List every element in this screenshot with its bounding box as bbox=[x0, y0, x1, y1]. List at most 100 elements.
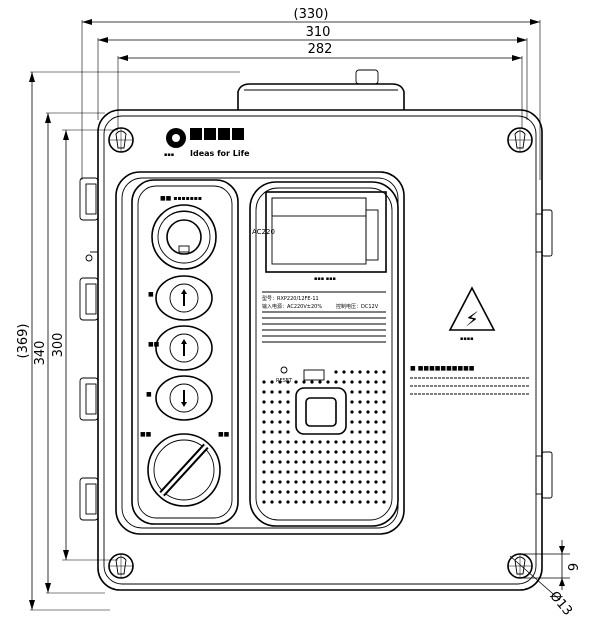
grille-hole bbox=[334, 490, 338, 494]
grille-hole bbox=[318, 500, 322, 504]
grille-hole bbox=[374, 410, 378, 414]
enclosure-body bbox=[97, 109, 543, 591]
grille-hole bbox=[326, 500, 330, 504]
dimension-overall-height: (369) bbox=[16, 71, 240, 611]
grille-hole bbox=[374, 370, 378, 374]
grille-hole bbox=[350, 430, 354, 434]
grille-hole bbox=[350, 450, 354, 454]
grille-hole bbox=[294, 500, 298, 504]
control-panel bbox=[115, 171, 405, 535]
grille-hole bbox=[382, 470, 386, 474]
grille-hole bbox=[302, 490, 306, 494]
grille-hole bbox=[366, 420, 370, 424]
grille-hole bbox=[286, 450, 290, 454]
btn-down-label: ■ bbox=[146, 391, 152, 398]
grille-hole bbox=[270, 450, 274, 454]
top-handle bbox=[237, 69, 405, 110]
grille-hole bbox=[366, 480, 370, 484]
grille-hole bbox=[286, 410, 290, 414]
grille-hole bbox=[366, 370, 370, 374]
grille-hole bbox=[350, 480, 354, 484]
grille-hole bbox=[382, 390, 386, 394]
grille-hole bbox=[366, 400, 370, 404]
grille-hole bbox=[334, 380, 338, 384]
grille-hole bbox=[374, 460, 378, 464]
dim-label-width-282: 282 bbox=[308, 42, 333, 57]
grille-hole bbox=[366, 470, 370, 474]
grille-hole bbox=[366, 440, 370, 444]
grille-hole bbox=[294, 490, 298, 494]
grille-hole bbox=[382, 480, 386, 484]
grille-hole bbox=[278, 490, 282, 494]
grille-hole bbox=[286, 500, 290, 504]
grille-hole bbox=[382, 490, 386, 494]
grille-hole bbox=[278, 470, 282, 474]
grille-hole bbox=[374, 400, 378, 404]
grille-hole bbox=[318, 460, 322, 464]
grille-hole bbox=[366, 460, 370, 464]
grille-hole bbox=[342, 370, 346, 374]
grille-hole bbox=[302, 380, 306, 384]
grille-hole bbox=[334, 450, 338, 454]
grille-hole bbox=[270, 380, 274, 384]
right-hinges bbox=[535, 209, 553, 499]
emergency-stop-button[interactable]: ■■ ▪▪▪▪▪▪▪ bbox=[151, 195, 217, 270]
spec-output: 控制电压：DC12V bbox=[336, 303, 379, 310]
grille-hole bbox=[350, 380, 354, 384]
grille-hole bbox=[342, 500, 346, 504]
grille-hole bbox=[262, 480, 266, 484]
grille-hole bbox=[302, 450, 306, 454]
control-button-square[interactable] bbox=[295, 387, 347, 435]
dim-label-height-340: 340 bbox=[33, 341, 48, 366]
grille-hole bbox=[326, 480, 330, 484]
display-window: AC220 ▪▪▪ ▪▪▪ bbox=[252, 191, 387, 282]
push-button-down[interactable]: ■ bbox=[146, 375, 213, 421]
grille-hole bbox=[350, 410, 354, 414]
grille-hole bbox=[350, 390, 354, 394]
grille-hole bbox=[302, 460, 306, 464]
switch-left-label: ■■ bbox=[140, 431, 152, 438]
grille-hole bbox=[358, 490, 362, 494]
dimension-height-300: 300 bbox=[51, 129, 118, 561]
grille-hole bbox=[270, 440, 274, 444]
push-button-up[interactable]: ■ bbox=[148, 275, 213, 321]
left-control-column bbox=[131, 179, 239, 525]
grille-hole bbox=[374, 380, 378, 384]
grille-hole bbox=[302, 440, 306, 444]
grille-hole bbox=[318, 380, 322, 384]
brand-tagline: Ideas for Life bbox=[190, 149, 250, 158]
grille-hole bbox=[350, 470, 354, 474]
grille-hole bbox=[366, 390, 370, 394]
warning-text-block: ■ ■■■■■■■■■■ bbox=[410, 365, 530, 395]
grille-hole bbox=[318, 440, 322, 444]
dim-label-width-310: 310 bbox=[306, 25, 331, 40]
brand-sub: ▪▪▪ bbox=[164, 152, 174, 158]
grille-hole bbox=[326, 460, 330, 464]
grille-hole bbox=[358, 380, 362, 384]
grille-hole bbox=[366, 430, 370, 434]
grille-hole bbox=[262, 430, 266, 434]
grille-hole bbox=[286, 390, 290, 394]
grille-hole bbox=[262, 500, 266, 504]
grille-hole bbox=[382, 500, 386, 504]
grille-hole bbox=[286, 440, 290, 444]
rotary-selector-switch[interactable]: ■■ ■■ bbox=[140, 431, 230, 507]
grille-hole bbox=[358, 390, 362, 394]
push-button-stop[interactable]: ■■ bbox=[148, 325, 213, 371]
grille-hole bbox=[366, 380, 370, 384]
speaker-grille bbox=[262, 370, 386, 504]
grille-hole bbox=[302, 470, 306, 474]
grille-hole bbox=[294, 460, 298, 464]
grille-hole bbox=[326, 490, 330, 494]
grille-hole bbox=[310, 450, 314, 454]
grille-hole bbox=[382, 430, 386, 434]
grille-hole bbox=[382, 420, 386, 424]
display-label: AC220 bbox=[252, 228, 275, 236]
grille-hole bbox=[270, 410, 274, 414]
grille-hole bbox=[278, 450, 282, 454]
spec-input: 输入电源：AC220V±20% bbox=[262, 303, 322, 310]
grille-hole bbox=[334, 500, 338, 504]
grille-hole bbox=[286, 470, 290, 474]
mounting-hole-top-right bbox=[507, 127, 533, 153]
